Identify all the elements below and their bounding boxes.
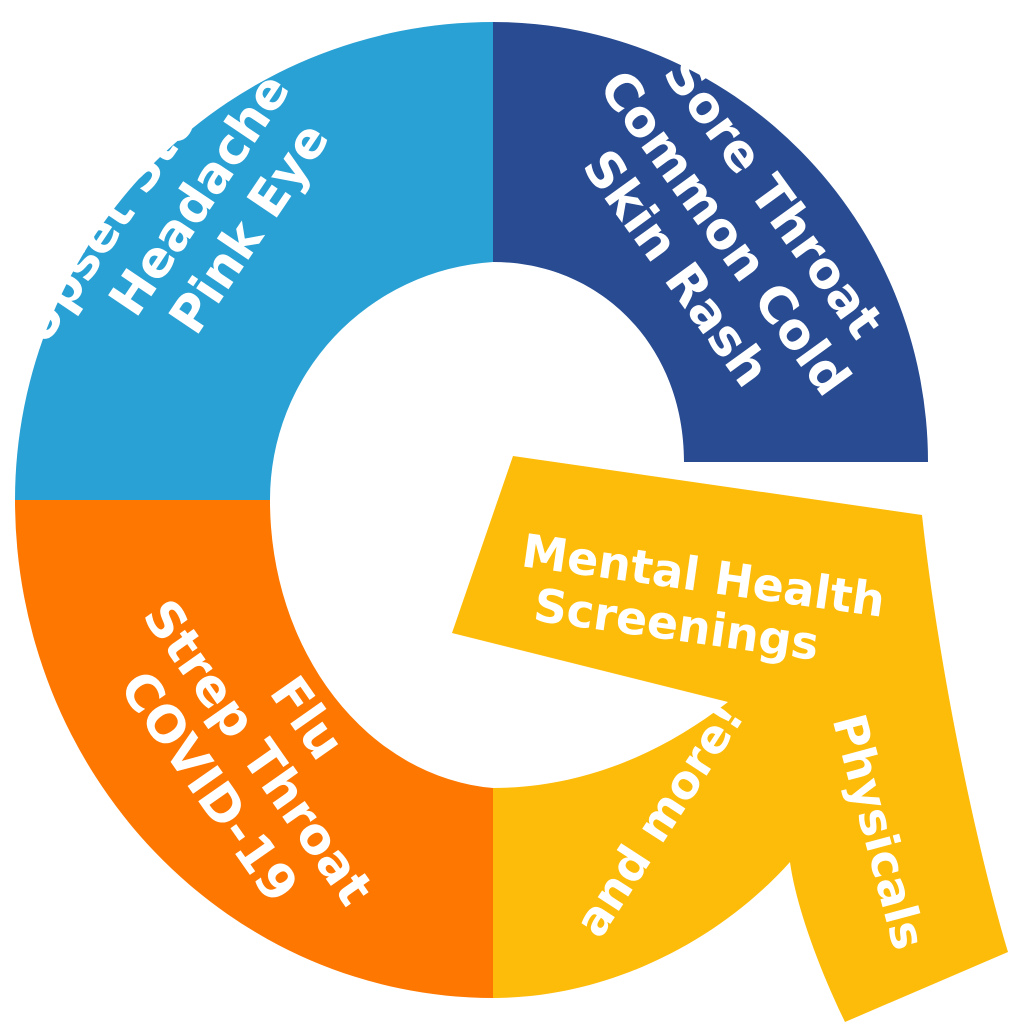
segment-top-right — [493, 22, 928, 462]
segment-bottom-right — [452, 456, 1008, 1022]
segment-bottom-left — [15, 500, 493, 998]
segment-top-left — [15, 22, 493, 500]
